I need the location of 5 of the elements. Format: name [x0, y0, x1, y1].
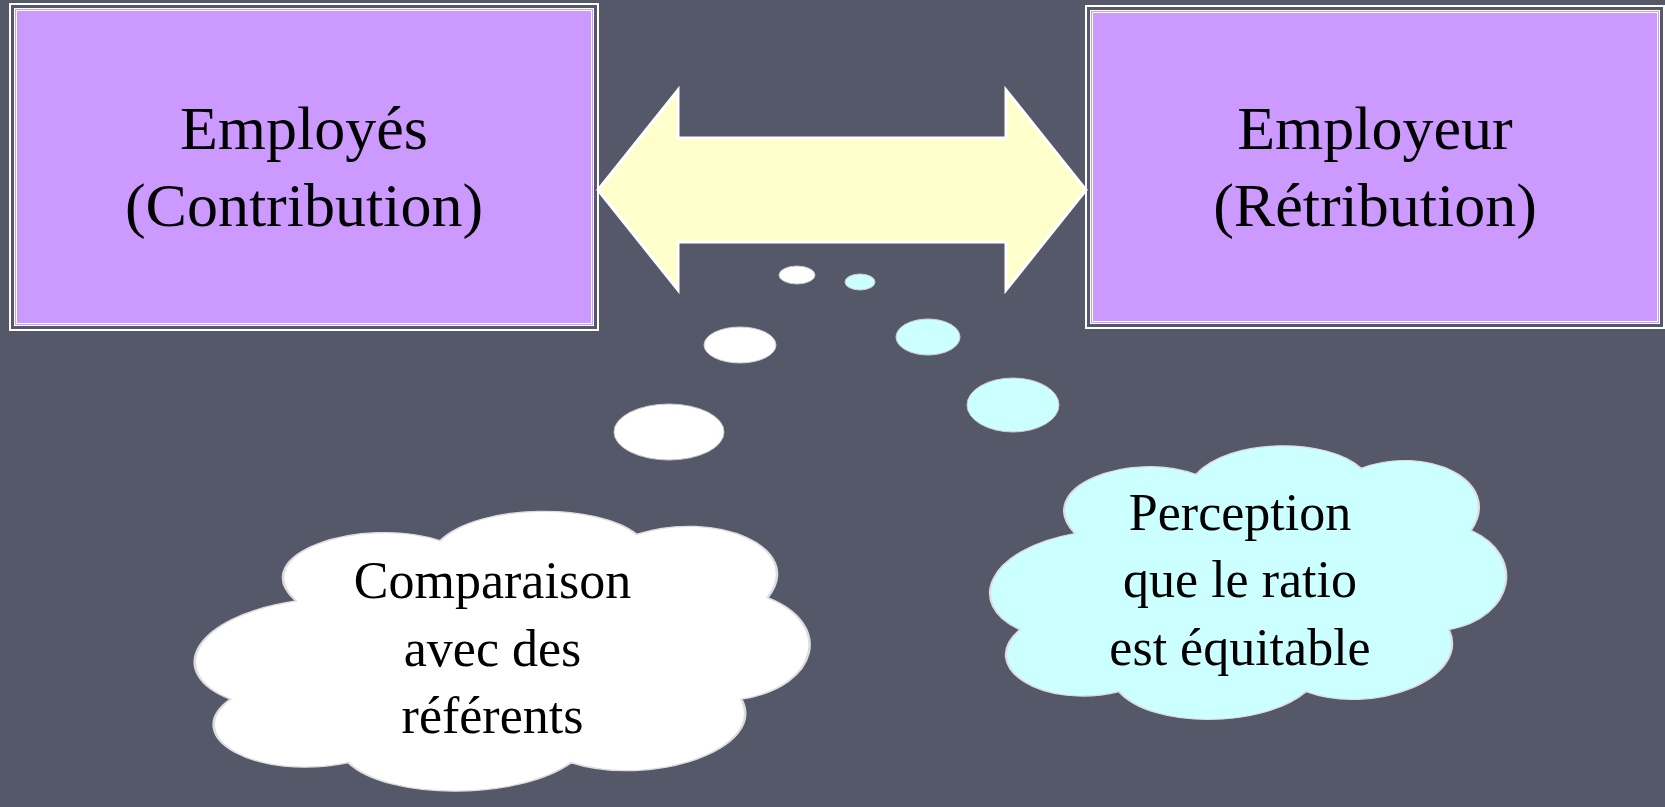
box-title: Employeur (Rétribution) — [1212, 92, 1538, 241]
box-title: Employés (Contribution) — [123, 92, 485, 241]
double-arrow — [596, 85, 1088, 295]
cloud-text: Perception que le ratio est équitable — [1108, 482, 1372, 678]
cloud-text: Comparaison avec des référents — [352, 551, 633, 747]
